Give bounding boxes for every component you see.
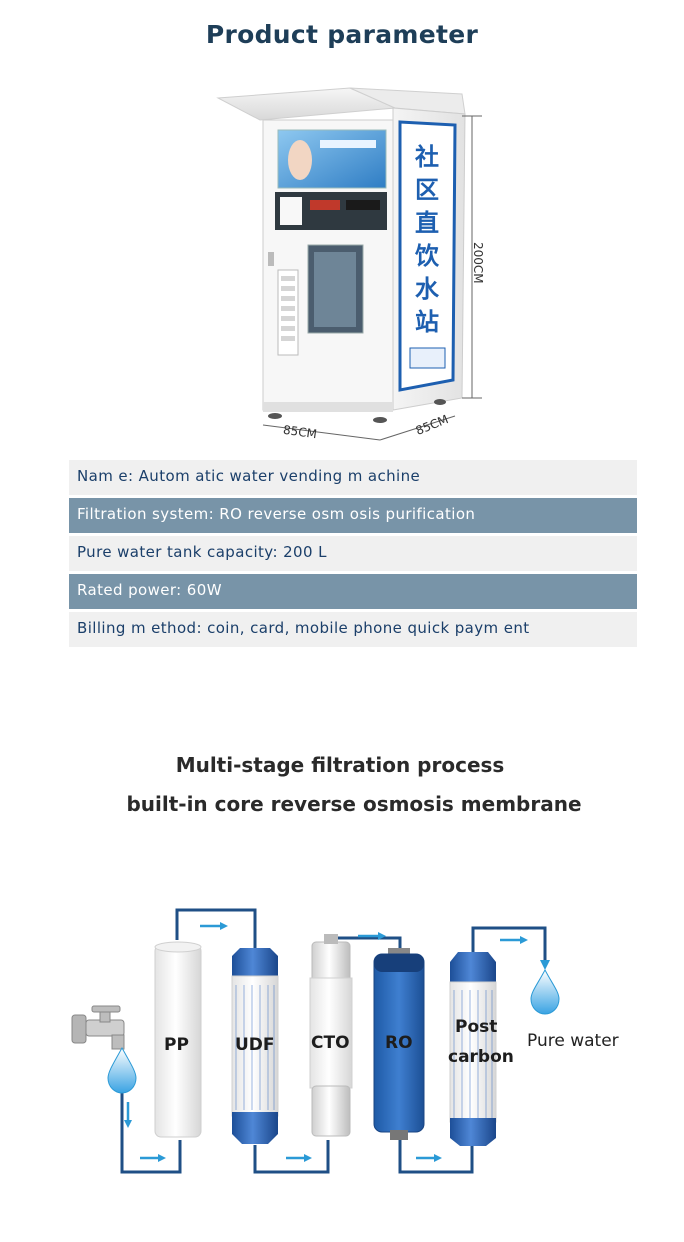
page-title: Product parameter (205, 20, 479, 49)
process-subtitle: built-in core reverse osmosis membrane (126, 792, 582, 816)
svg-text:直: 直 (415, 209, 439, 237)
vending-machine-image: 社 区 直 饮 水 站 (200, 80, 500, 450)
post-carbon-filter (449, 952, 497, 1146)
height-dimension-label: 200CM (471, 242, 485, 284)
pp-filter (154, 941, 202, 1138)
stage-label-cto: CTO (311, 1033, 350, 1053)
svg-text:站: 站 (415, 308, 439, 336)
pure-water-drop-icon (530, 968, 560, 1015)
stage-label-ro: RO (385, 1033, 413, 1053)
pure-water-label: Pure water (527, 1031, 619, 1051)
svg-text:水: 水 (415, 275, 440, 303)
faucet-icon (71, 1005, 125, 1050)
spec-row-power: Rated power: 60W (69, 574, 637, 609)
svg-text:饮: 饮 (414, 242, 440, 270)
spec-row-name: Nam e: Autom atic water vending m achine (69, 460, 637, 495)
spec-row-tank-capacity: Pure water tank capacity: 200 L (69, 536, 637, 571)
spec-row-filtration: Filtration system: RO reverse osm osis p… (69, 498, 637, 533)
svg-text:社: 社 (415, 143, 439, 171)
filtration-diagram: PP UDF CTO RO Post carbon Pure water (0, 890, 684, 1190)
udf-filter (231, 948, 279, 1144)
ro-filter (373, 948, 425, 1140)
stage-label-carbon: carbon (448, 1047, 514, 1067)
svg-text:区: 区 (415, 176, 439, 204)
process-title: Multi-stage filtration process (175, 753, 505, 777)
spec-row-billing: Billing m ethod: coin, card, mobile phon… (69, 612, 637, 647)
water-drop-icon (107, 1046, 137, 1094)
spec-table: Nam e: Autom atic water vending m achine… (69, 460, 637, 647)
cto-filter (309, 934, 353, 1137)
stage-label-pp: PP (164, 1035, 189, 1055)
stage-label-udf: UDF (235, 1035, 275, 1055)
stage-label-post: Post (455, 1017, 497, 1037)
